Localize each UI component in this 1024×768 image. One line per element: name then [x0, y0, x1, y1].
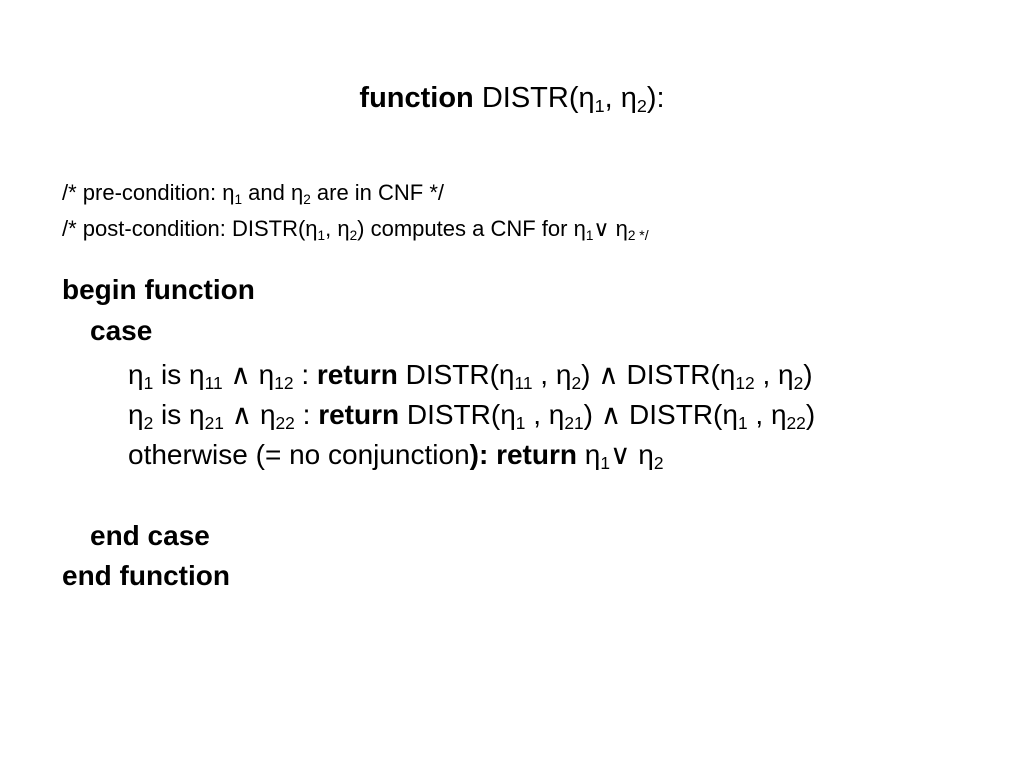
title-keyword: function	[359, 82, 474, 114]
return-keyword: ): return	[469, 439, 577, 470]
case-branch-otherwise: otherwise (= no conjunction): return η1∨…	[128, 439, 664, 473]
end-function-line: end function	[62, 560, 230, 591]
return-keyword: return	[318, 399, 400, 430]
case-branch-2: η2 is η21 ∧ η22 : return DISTR(η1 , η21)…	[128, 399, 816, 433]
pre-condition-comment: /* pre-condition: η1 and η2 are in CNF *…	[62, 180, 445, 207]
end-case-line: end case	[90, 520, 210, 551]
slide-title: function DISTR(η1, η2):	[359, 82, 665, 117]
return-keyword: return	[316, 359, 398, 390]
case-line: case	[90, 315, 153, 346]
case-branch-1: η1 is η11 ∧ η12 : return DISTR(η11 , η2)…	[128, 359, 813, 393]
post-condition-comment: /* post-condition: DISTR(η1, η2) compute…	[62, 216, 649, 244]
begin-function-line: begin function	[62, 274, 255, 305]
